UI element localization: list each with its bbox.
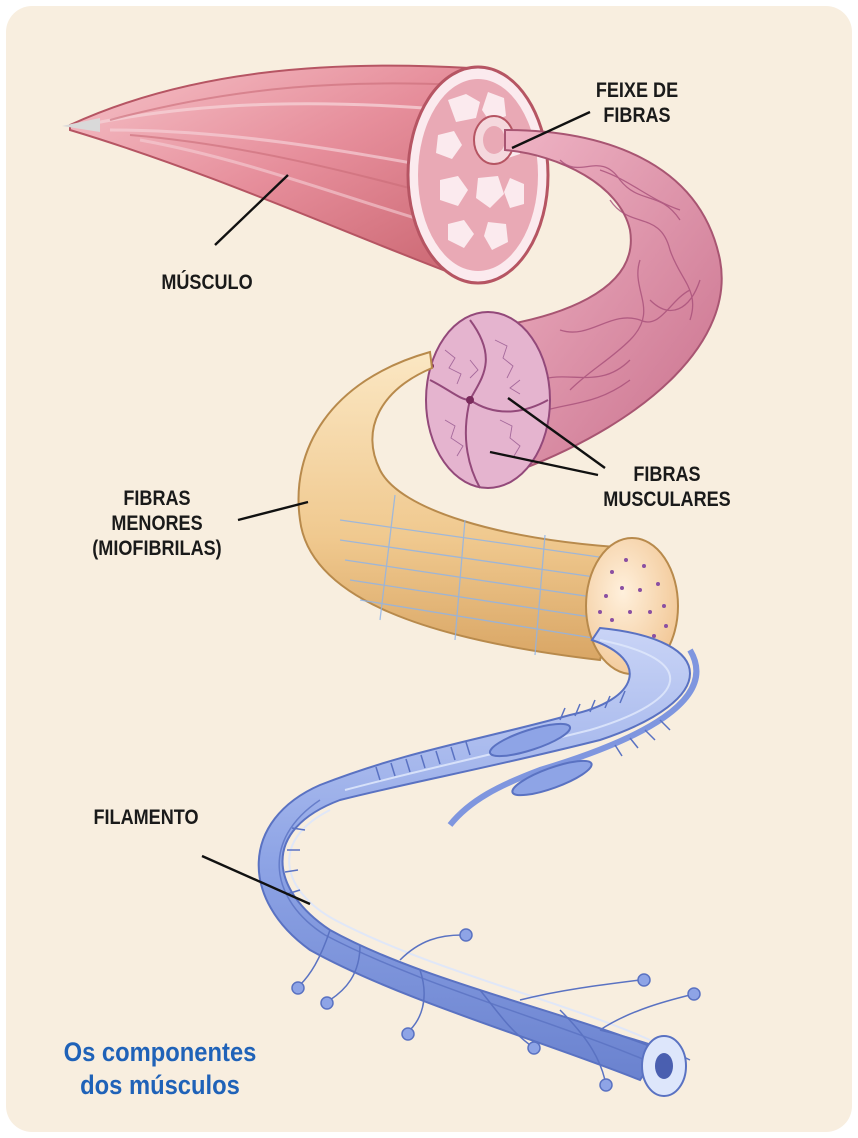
filamento-label: FILAMENTO: [77, 805, 215, 830]
musculo-label-text: MÚSCULO: [143, 270, 272, 295]
filament-shape: [259, 628, 700, 1096]
fibras-menores-label: FIBRAS MENORES (MIOFIBRILAS): [84, 486, 230, 561]
fibras-menores-line-1: FIBRAS: [84, 486, 230, 511]
muscle-shape: [62, 66, 548, 283]
feixe-label-line-1: FEIXE DE: [581, 78, 693, 103]
fibras-musculares-line-1: FIBRAS: [603, 462, 732, 487]
filamento-label-text: FILAMENTO: [77, 805, 215, 830]
caption-line-2: dos músculos: [54, 1069, 265, 1102]
feixe-de-fibras-label: FEIXE DE FIBRAS: [581, 78, 693, 128]
fibras-menores-line-2: MENORES: [84, 511, 230, 536]
figure-caption: Os componentes dos músculos: [54, 1036, 265, 1102]
musculo-label: MÚSCULO: [143, 270, 272, 295]
fibras-musculares-line-2: MUSCULARES: [603, 487, 732, 512]
fibras-menores-leader-line: [238, 502, 308, 520]
feixe-label-line-2: FIBRAS: [581, 103, 693, 128]
caption-line-1: Os componentes: [54, 1036, 265, 1069]
fibras-menores-line-3: (MIOFIBRILAS): [84, 536, 230, 561]
fibras-musculares-label: FIBRAS MUSCULARES: [603, 462, 732, 512]
